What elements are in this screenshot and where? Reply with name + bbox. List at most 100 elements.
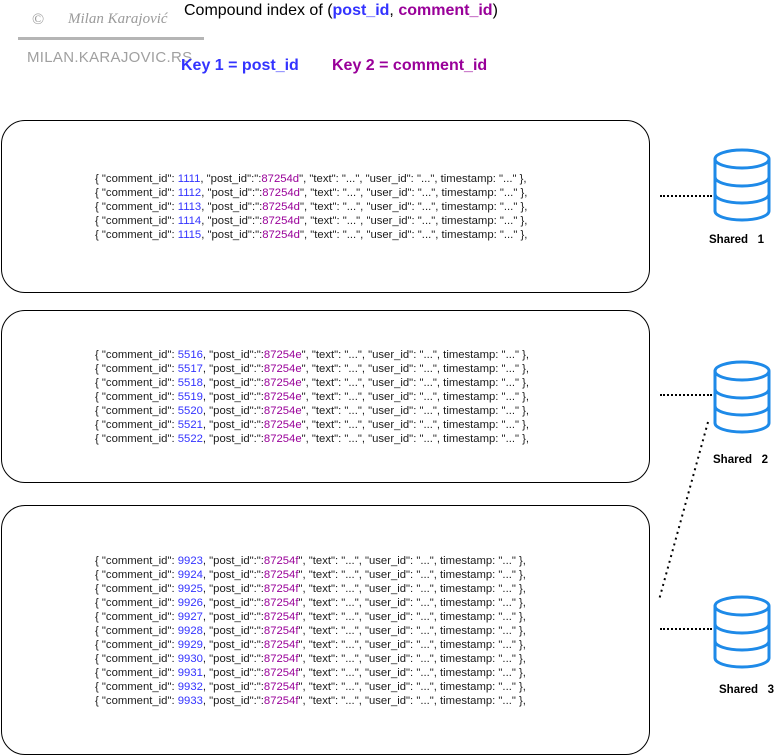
document-post-key: , "post_id":": [201, 201, 263, 213]
document-open: { "comment_id": [95, 349, 178, 361]
document-tail: ", "text": "...", "user_id": "...", time… [298, 569, 526, 581]
post-id-value: 87254f [263, 597, 299, 609]
title-suffix: ) [492, 2, 498, 19]
comment-id-value: 9931 [177, 667, 203, 679]
comment-id-value: 9933 [177, 695, 203, 707]
document-row: { "comment_id": 5517, "post_id":":87254e… [95, 362, 529, 376]
shard-3-connector [660, 628, 712, 630]
document-tail: ", "text": "...", "user_id": "...", time… [299, 201, 528, 213]
document-open: { "comment_id": [95, 187, 178, 199]
document-tail: ", "text": "...", "user_id": "...", time… [299, 173, 527, 185]
comment-id-value: 5521 [177, 419, 203, 431]
comment-id-value: 9929 [177, 639, 203, 651]
comment-id-value: 9932 [177, 681, 203, 693]
shard-3-database-icon [712, 595, 772, 669]
post-id-value: 87254f [263, 555, 299, 567]
document-open: { "comment_id": [95, 363, 178, 375]
post-id-value: 87254e [263, 363, 302, 375]
document-row: { "comment_id": 5519, "post_id":":87254e… [95, 390, 529, 404]
document-row: { "comment_id": 1115, "post_id":":87254d… [95, 228, 527, 242]
document-row: { "comment_id": 9933, "post_id":":87254f… [95, 694, 526, 708]
comment-id-value: 5516 [177, 349, 203, 361]
shard-3-label: Shared 3 [719, 684, 774, 696]
post-id-value: 87254e [263, 405, 302, 417]
title-separator: , [389, 2, 399, 19]
post-id-value: 87254e [263, 419, 302, 431]
document-post-key: , "post_id":": [202, 377, 264, 389]
post-id-value: 87254f [263, 583, 299, 595]
post-id-value: 87254e [263, 391, 302, 403]
document-post-key: , "post_id":": [202, 583, 264, 595]
post-id-value: 87254f [263, 569, 299, 581]
document-tail: ", "text": "...", "user_id": "...", time… [301, 433, 530, 445]
document-post-key: , "post_id":": [202, 639, 264, 651]
comment-id-value: 1115 [177, 229, 202, 241]
comment-id-value: 9926 [177, 597, 203, 609]
document-post-key: , "post_id":": [201, 187, 263, 199]
document-tail: ", "text": "...", "user_id": "...", time… [298, 653, 526, 665]
comment-id-value: 9923 [177, 555, 203, 567]
document-tail: ", "text": "...", "user_id": "...", time… [301, 391, 530, 403]
document-open: { "comment_id": [95, 667, 178, 679]
comment-id-value: 1112 [177, 187, 202, 199]
comment-id-value: 9928 [177, 625, 203, 637]
shard-1-documents: { "comment_id": 1111, "post_id":":87254d… [95, 172, 527, 242]
shard-2-label: Shared 2 [713, 454, 768, 466]
post-id-value: 87254e [263, 349, 302, 361]
post-id-value: 87254f [263, 625, 299, 637]
document-row: { "comment_id": 9930, "post_id":":87254f… [95, 652, 526, 666]
document-row: { "comment_id": 1111, "post_id":":87254d… [95, 172, 527, 186]
comment-id-value: 5517 [177, 363, 203, 375]
document-post-key: , "post_id":": [202, 653, 264, 665]
post-id-value: 87254f [263, 653, 299, 665]
document-tail: ", "text": "...", "user_id": "...", time… [301, 349, 530, 361]
document-tail: ", "text": "...", "user_id": "...", time… [298, 625, 526, 637]
document-row: { "comment_id": 1112, "post_id":":87254d… [95, 186, 527, 200]
watermark-divider [18, 37, 204, 40]
document-post-key: , "post_id":": [202, 555, 264, 567]
document-tail: ", "text": "...", "user_id": "...", time… [301, 377, 530, 389]
title-prefix: Compound index of ( [184, 2, 333, 19]
post-id-value: 87254f [263, 611, 299, 623]
document-tail: ", "text": "...", "user_id": "...", time… [298, 695, 526, 707]
document-open: { "comment_id": [95, 201, 178, 213]
document-row: { "comment_id": 5521, "post_id":":87254e… [95, 418, 529, 432]
document-row: { "comment_id": 1113, "post_id":":87254d… [95, 200, 527, 214]
document-open: { "comment_id": [95, 229, 178, 241]
shard-1-connector [660, 195, 712, 197]
watermark-site: MILAN.KARAJOVIC.RS [27, 49, 193, 66]
document-open: { "comment_id": [95, 215, 178, 227]
document-row: { "comment_id": 9925, "post_id":":87254f… [95, 582, 526, 596]
document-row: { "comment_id": 5520, "post_id":":87254e… [95, 404, 529, 418]
document-tail: ", "text": "...", "user_id": "...", time… [299, 187, 528, 199]
document-row: { "comment_id": 5522, "post_id":":87254e… [95, 432, 529, 446]
document-tail: ", "text": "...", "user_id": "...", time… [298, 667, 526, 679]
document-open: { "comment_id": [95, 419, 178, 431]
shard-3-box [1, 505, 650, 755]
post-id-value: 87254d [262, 187, 300, 199]
document-post-key: , "post_id":": [202, 391, 264, 403]
legend-key2: Key 2 = comment_id [332, 57, 488, 74]
shard-1-box [1, 120, 650, 293]
shard-2-database-icon [712, 360, 772, 434]
document-post-key: , "post_id":": [202, 681, 264, 693]
comment-id-value: 9930 [177, 653, 203, 665]
document-post-key: , "post_id":": [202, 419, 264, 431]
post-id-value: 87254d [262, 201, 300, 213]
document-tail: ", "text": "...", "user_id": "...", time… [299, 215, 528, 227]
document-open: { "comment_id": [95, 391, 178, 403]
document-tail: ", "text": "...", "user_id": "...", time… [301, 405, 530, 417]
shard-2-box [1, 310, 650, 483]
document-post-key: , "post_id":": [202, 667, 264, 679]
document-row: { "comment_id": 9926, "post_id":":87254f… [95, 596, 526, 610]
document-tail: ", "text": "...", "user_id": "...", time… [298, 555, 526, 567]
document-open: { "comment_id": [95, 569, 178, 581]
comment-id-value: 5519 [177, 391, 203, 403]
post-id-value: 87254e [263, 433, 302, 445]
comment-id-value: 1111 [177, 173, 201, 185]
post-id-value: 87254e [263, 377, 302, 389]
document-open: { "comment_id": [95, 405, 178, 417]
document-post-key: , "post_id":": [202, 363, 264, 375]
comment-id-value: 9924 [177, 569, 203, 581]
comment-id-value: 5520 [177, 405, 203, 417]
